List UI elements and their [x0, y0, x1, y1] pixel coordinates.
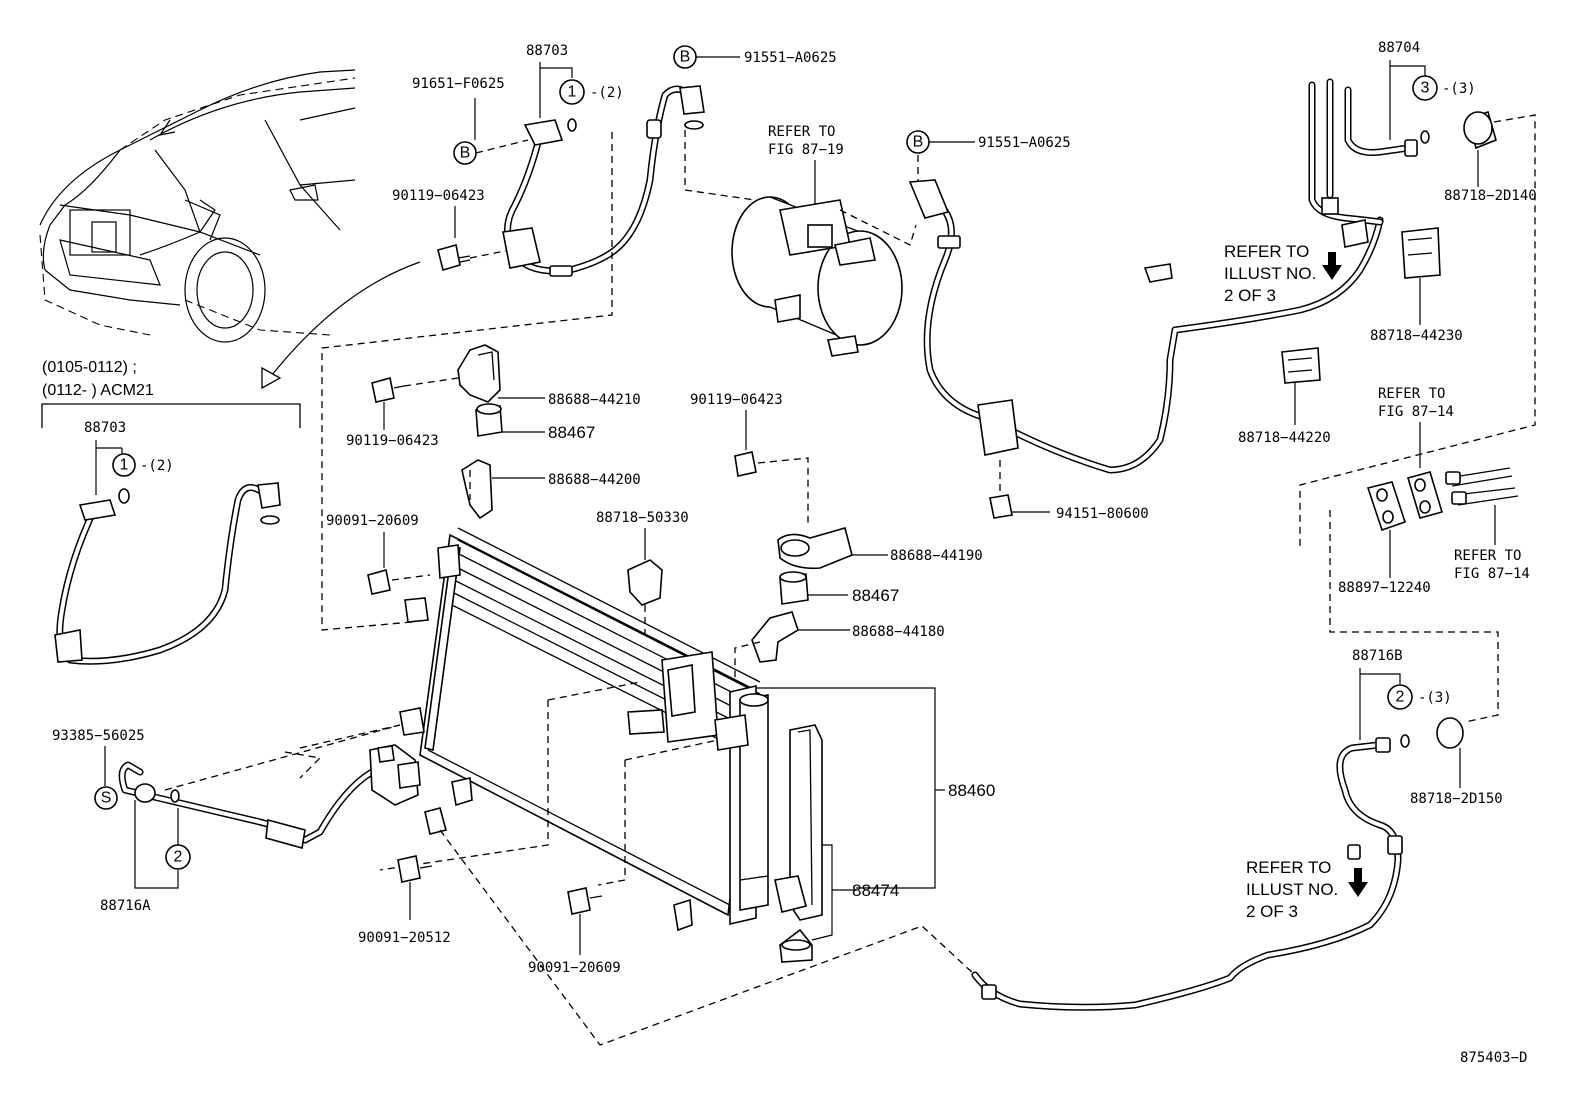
part-93385-label: 93385−56025	[52, 728, 145, 744]
inset-date-range-1: (0105-0112) ;	[42, 359, 137, 376]
condenser-88460: 88460	[379, 527, 995, 932]
svg-text:B: B	[913, 134, 924, 151]
ref-circle-1	[559, 79, 585, 105]
vehicle-illustration	[39, 69, 356, 343]
inset-part-88703: 88703	[84, 420, 126, 436]
part-88718-50330-label: 88718−50330	[596, 510, 689, 526]
inset-variant-box: (0105-0112) ; (0112- ) ACM21 88703 1 -(2…	[41, 359, 301, 665]
ref-circle-s	[94, 786, 118, 810]
qty-3-label: -(3)	[1442, 81, 1476, 97]
part-88897-label: 88897−12240	[1338, 580, 1431, 596]
part-90119-label-a: 90119−06423	[392, 188, 485, 204]
svg-text:3: 3	[1421, 80, 1430, 97]
ref-circle-3	[1412, 75, 1438, 101]
liquid-pipe-88716a: 93385−56025 S 2 88716A	[52, 724, 447, 914]
part-88688-44190-label: 88688−44190	[890, 548, 983, 564]
part-88704-label: 88704	[1378, 40, 1420, 56]
refer-illust-top-2: ILLUST NO.	[1224, 264, 1316, 283]
refer-illust-bot-1: REFER TO	[1246, 858, 1331, 877]
part-88688-44200-label: 88688−44200	[548, 472, 641, 488]
part-88718-44220-label: 88718−44220	[1238, 430, 1331, 446]
part-88460-label: 88460	[948, 781, 995, 800]
part-88703-label: 88703	[526, 43, 568, 59]
dryer-88474: 88474	[774, 724, 899, 963]
part-88716a-label: 88716A	[100, 898, 151, 914]
ref-circle-2	[1387, 684, 1413, 710]
bracket-parts: 90119−06423 88688−44210 88467 88688−4420…	[326, 344, 983, 690]
part-88718-2d140-label: 88718−2D140	[1444, 188, 1537, 204]
refer-fig-87-14-bot-a: REFER TO	[1454, 548, 1521, 564]
part-91551-label-a: 91551−A0625	[744, 50, 837, 66]
refer-illust-top-1: REFER TO	[1224, 242, 1309, 261]
part-90091-20512-label: 90091−20512	[358, 930, 451, 946]
part-90119-label-b: 90119−06423	[346, 433, 439, 449]
bottom-bolts: 90091−20512 90091−20609	[358, 829, 976, 1046]
refer-fig-87-14-bot-b: FIG 87−14	[1454, 566, 1530, 582]
compressor: REFER TO FIG 87−19	[731, 124, 917, 357]
liquid-pipe-88704: 88704 3 -(3) 88718−2D140 REFER TO ILLUST…	[1224, 40, 1537, 723]
discharge-hose-assembly: 88703 1 -(2) 91651−F0625 B 90119−06423 B…	[392, 43, 837, 277]
part-90091-20609-label-b: 90091−20609	[528, 960, 621, 976]
refer-fig-87-14-top-a: REFER TO	[1378, 386, 1445, 402]
suction-pipe-assembly: B 91551−A0625 94151−80600	[906, 130, 1384, 522]
ref-circle-1-text: 1	[568, 84, 577, 101]
part-88467-label-a: 88467	[548, 423, 595, 442]
svg-text:2: 2	[174, 849, 183, 866]
part-88467-label-b: 88467	[852, 586, 899, 605]
refer-illust-bot-3: 2 OF 3	[1246, 902, 1298, 921]
refer-fig-87-14-top-b: FIG 87−14	[1378, 404, 1454, 420]
svg-text:B: B	[680, 49, 691, 66]
qty-2-label: -(2)	[590, 85, 624, 101]
part-88474-label: 88474	[852, 881, 899, 900]
refer-illust-bot-2: ILLUST NO.	[1246, 880, 1338, 899]
svg-text:S: S	[101, 790, 112, 807]
part-88718-2d150-label: 88718−2D150	[1410, 791, 1503, 807]
svg-text:B: B	[460, 145, 471, 162]
inset-qty-2: -(2)	[140, 458, 174, 474]
refer-illust-top-3: 2 OF 3	[1224, 286, 1276, 305]
inset-arrow-head	[261, 366, 282, 390]
qty-3-label-b: -(3)	[1418, 690, 1452, 706]
part-88716b-label: 88716B	[1352, 648, 1403, 664]
inset-date-range-2: (0112- ) ACM21	[42, 382, 154, 399]
part-88688-44180-label: 88688−44180	[852, 624, 945, 640]
refer-fig-87-19-a: REFER TO	[768, 124, 835, 140]
part-88718-44230-label: 88718−44230	[1370, 328, 1463, 344]
part-90091-20609-label-a: 90091−20609	[326, 513, 419, 529]
part-88688-44210-label: 88688−44210	[548, 392, 641, 408]
part-91551-label-b: 91551−A0625	[978, 135, 1071, 151]
part-94151-label: 94151−80600	[1056, 506, 1149, 522]
liquid-pipe-88716b: 88716B 2 -(3) 88718−2D150 REFER TO ILLUS…	[971, 648, 1503, 1011]
svg-text:2: 2	[1396, 689, 1405, 706]
bracket-group-outline	[321, 132, 613, 631]
refer-fig-87-19-b: FIG 87−19	[768, 142, 844, 158]
inset-pointer-arrow	[271, 261, 421, 376]
diagram-reference-id: 875403−D	[1460, 1050, 1527, 1066]
inset-ref-circle-1-text: 1	[120, 457, 129, 474]
part-91651-label: 91651−F0625	[412, 76, 505, 92]
inset-ref-circle-1	[112, 453, 136, 477]
part-90119-label-c: 90119−06423	[690, 392, 783, 408]
